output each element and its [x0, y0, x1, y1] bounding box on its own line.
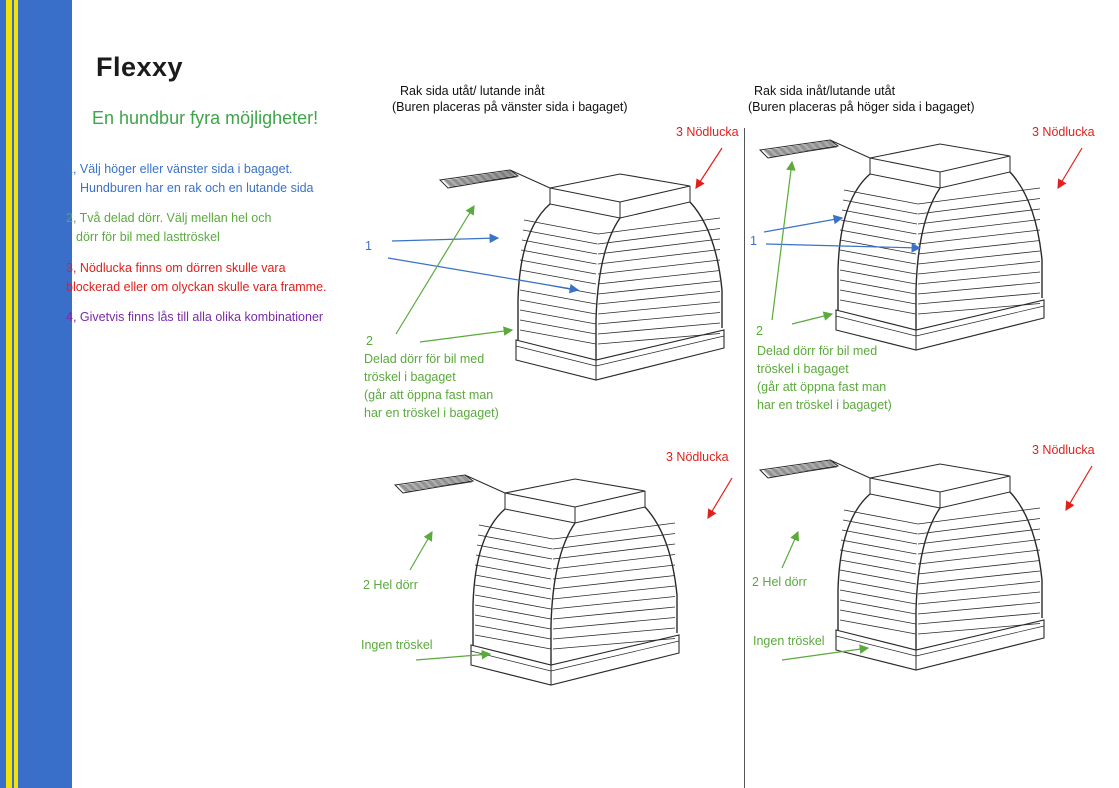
ingen-troskel-left: Ingen tröskel [361, 638, 433, 652]
note-3: 3, Nödlucka finns om dörren skulle vara … [66, 259, 327, 297]
nodlucka-label-top-left: 3 Nödlucka [676, 125, 739, 139]
note-1-line-2: Hundburen har en rak och en lutande sida [80, 181, 314, 195]
delad-line-2: tröskel i bagaget [757, 362, 849, 376]
red-arrow-top-right [1057, 147, 1083, 190]
right-column-heading: Rak sida inåt/lutande utåt [754, 84, 896, 98]
note-2-line-1: 2, Två delad dörr. Välj mellan hel och [66, 211, 272, 225]
crate-top-left [438, 169, 725, 381]
page-title: En hundbur fyra möjligheter! [92, 108, 319, 128]
hel-dorr-left: 2 Hel dörr [363, 578, 418, 592]
delad-line-3: (går att öppna fast man [364, 388, 494, 402]
num-1-left: 1 [365, 239, 372, 253]
note-1: 1, Välj höger eller vänster sida i bagag… [66, 160, 314, 198]
red-arrow-bottom-left [707, 477, 733, 520]
num-2-left: 2 [366, 334, 373, 348]
column-divider [744, 128, 745, 788]
crate-bottom-right [758, 459, 1045, 671]
hel-dorr-right: 2 Hel dörr [752, 575, 807, 589]
red-arrow-top-left [695, 147, 723, 190]
note-1-line-1: 1, Välj höger eller vänster sida i bagag… [66, 162, 293, 176]
note-4-line-1: 4, Givetvis finns lås till alla olika ko… [66, 310, 324, 324]
ingen-troskel-right: Ingen tröskel [753, 634, 825, 648]
nodlucka-label-top-right: 3 Nödlucka [1032, 125, 1095, 139]
blue-arrow-1a-left [391, 233, 500, 244]
delad-dorr-left: Delad dörr för bil med tröskel i bagaget… [364, 350, 499, 422]
left-column-subheading: (Buren placeras på vänster sida i bagage… [392, 100, 628, 114]
left-column-heading: Rak sida utåt/ lutande inåt [400, 84, 545, 98]
delad-line-2: tröskel i bagaget [364, 370, 456, 384]
nodlucka-label-bottom-left: 3 Nödlucka [666, 450, 729, 464]
delad-dorr-right: Delad dörr för bil med tröskel i bagaget… [757, 342, 892, 414]
note-3-line-1: 3, Nödlucka finns om dörren skulle vara [66, 261, 286, 275]
num-1-right: 1 [750, 234, 757, 248]
delad-line-4: har en tröskel i bagaget) [757, 398, 892, 412]
crate-top-right [758, 139, 1045, 351]
delad-line-3: (går att öppna fast man [757, 380, 887, 394]
blue-arrow-1b-left [387, 257, 580, 294]
note-2-line-2: dörr för bil med lasttröskel [76, 230, 220, 244]
red-arrow-bottom-right [1065, 465, 1093, 512]
right-column-subheading: (Buren placeras på höger sida i bagaget) [748, 100, 975, 114]
green-arrow-2a-left [395, 204, 475, 335]
decorative-stripes [0, 0, 72, 788]
green-arrow-2b-right [791, 311, 834, 325]
blue-arrow-1b-right [765, 242, 922, 253]
note-4: 4, Givetvis finns lås till alla olika ko… [66, 308, 323, 327]
note-3-line-2: blockerad eller om olyckan skulle vara f… [66, 280, 327, 294]
crate-bottom-left [393, 474, 680, 686]
green-arrow-ingen-right [781, 644, 870, 661]
green-arrow-hel-right [781, 530, 799, 569]
note-2: 2, Två delad dörr. Välj mellan hel och d… [66, 209, 271, 247]
green-arrow-hel-left [409, 530, 433, 571]
delad-line-1: Delad dörr för bil med [757, 344, 878, 358]
green-arrow-2a-right [771, 160, 796, 321]
green-arrow-2b-left [419, 326, 514, 343]
delad-line-4: har en tröskel i bagaget) [364, 406, 499, 420]
delad-line-1: Delad dörr för bil med [364, 352, 485, 366]
brand-logo: Flexxy [96, 52, 184, 82]
green-arrow-ingen-left [415, 649, 492, 661]
blue-arrow-1a-right [763, 214, 844, 233]
num-2-right: 2 [756, 324, 763, 338]
nodlucka-label-bottom-right: 3 Nödlucka [1032, 443, 1095, 457]
